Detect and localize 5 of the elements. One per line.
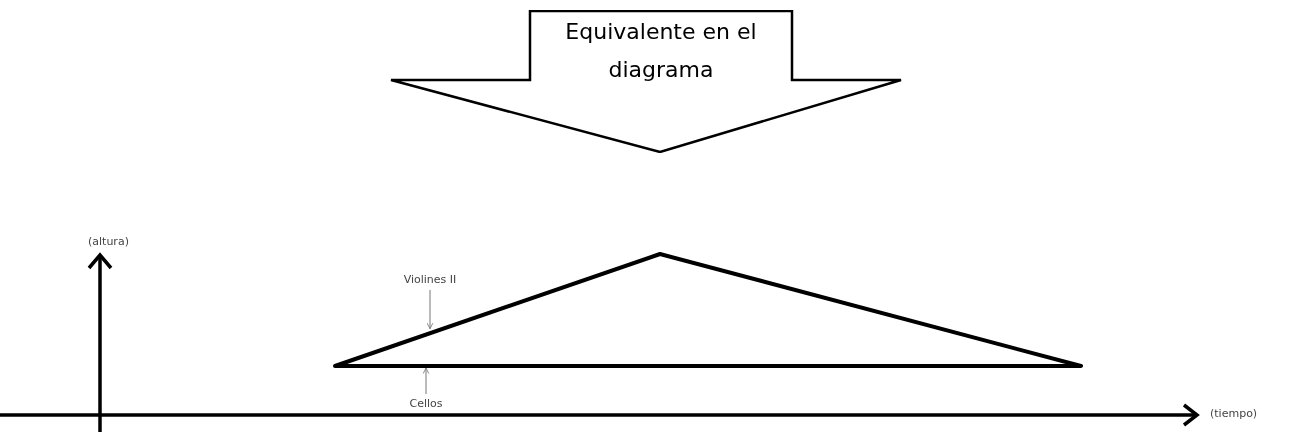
axis-label: (tiempo) <box>1210 406 1258 422</box>
arrow-caption: Equivalente en el diagrama <box>564 18 758 84</box>
part-label: Violines II <box>403 272 457 288</box>
part-label: Cellos <box>409 396 443 412</box>
axis-label: (altura) <box>88 234 129 250</box>
